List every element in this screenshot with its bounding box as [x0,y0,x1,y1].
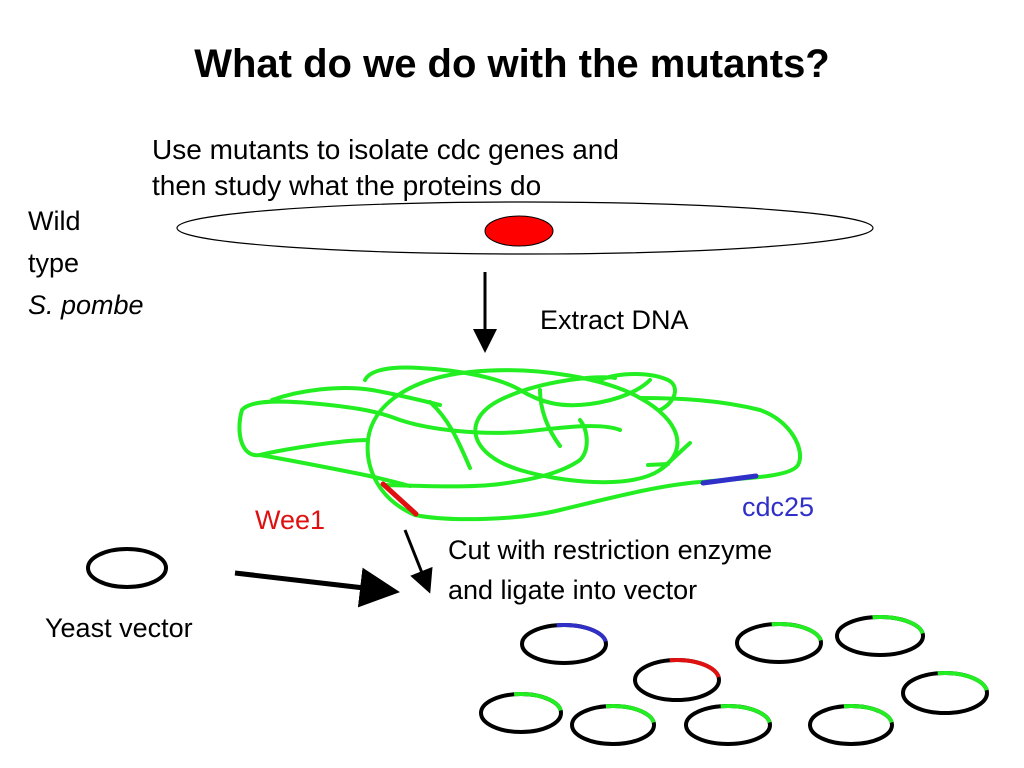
subtitle-line-2: then study what the proteins do [152,170,542,201]
plasmid-insert-vector [720,704,772,724]
wild-type-line-1: Wild [28,206,81,236]
cut-arrow [403,529,433,594]
yeast-vector-label: Yeast vector [45,613,193,643]
subtitle: Use mutants to isolate cdc genes and the… [152,132,752,204]
yeast-vector-plasmid [86,547,168,589]
wee1-gene-segment [380,481,419,517]
yeast-cell [176,201,874,255]
recombinant-plasmids [479,615,989,746]
wild-type-line-2: type [28,248,80,278]
plasmid-insert-wee1 [669,658,721,678]
plasmid-insert-vector [872,615,925,635]
wild-type-label: Wild type S. pombe [28,200,144,326]
wee1-label: Wee1 [255,505,326,535]
cut-line-2: and ligate into vector [448,575,698,605]
cdc25-gene-segment [700,473,759,486]
plasmid-insert-vector [605,704,656,724]
plasmid-insert-vector [513,692,563,712]
cut-line-1: Cut with restriction enzyme [448,535,773,565]
cut-ligate-label: Cut with restriction enzyme and ligate i… [448,530,772,610]
genomic-dna [237,365,802,522]
plasmid-insert-cdc25 [556,623,608,643]
plasmid-insert-vector [771,622,823,642]
vector-arrow [234,567,400,608]
slide-title: What do we do with the mutants? [194,42,830,86]
extract-dna-label: Extract DNA [540,305,689,335]
nucleus [484,215,554,247]
cdc25-label: cdc25 [742,492,815,522]
plasmid-insert-vector [843,704,894,724]
plasmid-insert-vector [937,671,989,691]
species-name: S. pombe [28,290,144,320]
subtitle-line-1: Use mutants to isolate cdc genes and [152,134,619,165]
